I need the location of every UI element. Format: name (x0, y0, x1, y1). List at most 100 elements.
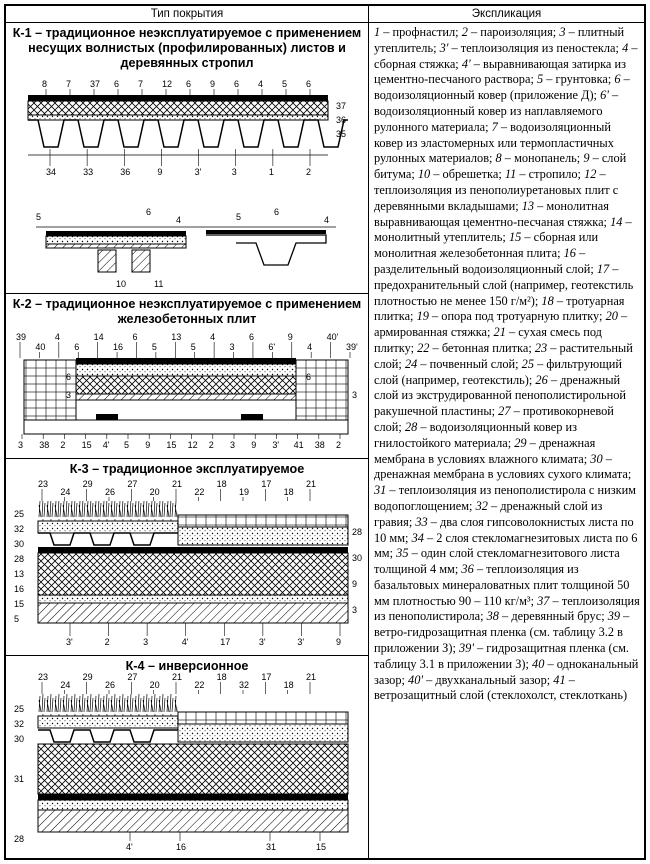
callout-label: 3' (272, 440, 279, 450)
explication-desc: – разделительный водоизоляционный слой; (374, 246, 597, 276)
section-k2-title: К-2 – традиционное неэксплуатируемое с п… (12, 297, 362, 326)
explication-desc: – предохранительный слой (например, геот… (374, 261, 634, 308)
explication-number: 21 (493, 325, 506, 340)
callout-label: 19 (239, 487, 249, 497)
callout-label: 6 (146, 207, 151, 217)
explication-desc: – выравнивающая затирка из цементно-песч… (374, 56, 626, 87)
callout-label: 4 (258, 79, 263, 89)
callout-label: 4 (176, 215, 181, 225)
explication-number: 33 (415, 514, 428, 529)
callout-label: 10 (116, 279, 126, 289)
callout-label: 5 (36, 212, 41, 222)
explication-desc: – водоизоляционный ковер (приложение Д); (374, 72, 630, 103)
callout-label: 2 (336, 440, 341, 450)
explication-item: 28 – водоизоляционный ковер из гнилостой… (374, 420, 577, 450)
explication-desc: – пароизоляция; (467, 25, 560, 39)
explication-item: 14 – монолитный утеплитель; (374, 215, 632, 245)
explication-desc: – одноканальный зазор; (374, 656, 639, 687)
callout-label: 3' (297, 637, 304, 647)
callout-label: 30 (14, 734, 24, 744)
explication-number: 39' (458, 641, 474, 656)
callout-label: 4 (210, 332, 215, 342)
callout-label: 5 (152, 342, 157, 352)
callout-label: 6 (306, 79, 311, 89)
explication-item: 39' – гидрозащитная пленка (см. таблицу … (374, 641, 629, 671)
callout-label: 22 (194, 680, 204, 690)
explication-item: 15 – сборная или монолитная железобетонн… (374, 230, 598, 260)
explication-item: 40' – двухканальный зазор; (408, 673, 553, 687)
callout-label: 9 (352, 579, 357, 589)
explication-desc: – стропило; (516, 167, 585, 182)
explication-number: 29 (514, 435, 527, 450)
explication-number: 26 (535, 372, 548, 387)
explication-item: 37 – теплоизоляция из пенополистирола; (374, 594, 640, 624)
explication-item: 4 – сборная стяжка; (374, 41, 638, 71)
explication-desc: – водоизоляционный ковер из эластомерных… (374, 119, 614, 166)
callout-label: 36 (336, 115, 346, 125)
callout-label: 31 (14, 774, 24, 784)
explication-item: 39 – ветро-гидрозащитная пленка (см. таб… (374, 609, 629, 655)
callout-label: 3 (143, 637, 148, 647)
section-k4-title: К-4 – инверсионное (125, 659, 249, 673)
explication-item: 6 – водоизоляционный ковер (приложение Д… (374, 72, 630, 102)
callout-label: 1 (269, 167, 274, 177)
callout-label: 6 (274, 207, 279, 217)
explication-item: 27 – противокорневой слой; (374, 404, 614, 434)
callout-label: 9 (336, 637, 341, 647)
callout-label: 14 (94, 332, 104, 342)
callout-label: 18 (217, 672, 227, 682)
explication-item: 33 – два слоя гипсоволокнистых листа по … (374, 515, 634, 545)
callout-label: 40 (35, 342, 45, 352)
callout-label: 17 (220, 637, 230, 647)
callout-label: 7 (66, 79, 71, 89)
explication-desc: – теплоизоляция из пенополистирола с низ… (374, 483, 636, 513)
callout-label: 13 (14, 569, 24, 579)
explication-item: 11 – стропило; (505, 167, 584, 181)
explication-number: 27 (498, 404, 511, 419)
column-header-explication: Экспликация (369, 6, 644, 23)
callout-label: 23 (38, 672, 48, 682)
callout-label: 15 (316, 842, 326, 852)
explication-item: 13 – монолитная выравнивающая цементно-п… (374, 199, 610, 229)
callout-label: 40' (327, 332, 339, 342)
explication-desc: – плитный утеплитель; (374, 25, 625, 55)
explication-number: 22 (417, 340, 430, 355)
explication-item: 26 – дренажный слой из экструдированной … (374, 373, 626, 419)
callout-label: 25 (14, 704, 24, 714)
callout-label: 32 (14, 719, 24, 729)
explication-desc: – дренажный слой из экструдированной пен… (374, 372, 627, 419)
explication-number: 38 (486, 609, 499, 624)
explication-number: 13 (521, 198, 535, 213)
callout-label: 37 (336, 101, 346, 111)
callout-label: 30 (352, 553, 362, 563)
explication-text: 1 – профнастил; 2 – пароизоляция; 3 – пл… (374, 25, 642, 704)
explication-number: 14 (610, 214, 623, 229)
explication-desc: – теплоизоляция из пенополиуретановых пл… (374, 167, 619, 213)
callout-label: 37 (90, 79, 100, 89)
callout-label: 6 (74, 342, 79, 352)
explication-item: 3 – плитный утеплитель; (374, 25, 624, 55)
explication-number: 16 (563, 246, 576, 261)
column-header-coating-type: Тип покрытия (6, 6, 369, 23)
callout-label: 27 (127, 672, 137, 682)
callout-label: 32 (239, 680, 249, 690)
callout-label: 39 (16, 332, 26, 342)
callout-label: 26 (105, 487, 115, 497)
callout-label: 8 (42, 79, 47, 89)
callout-label: 24 (60, 487, 70, 497)
callout-label: 2 (306, 167, 311, 177)
explication-desc: – два слоя гипсоволокнистых листа по 10 … (374, 514, 634, 545)
explication-desc: – водоизоляционный ковер из гнилостойког… (374, 419, 577, 450)
explication-number: 17 (596, 261, 610, 276)
explication-number: 15 (508, 230, 522, 245)
callout-label: 4' (182, 637, 189, 647)
explication-desc: – дренажная мембрана в условиях сухого к… (374, 451, 632, 482)
callout-label: 6 (234, 79, 239, 89)
explication-desc: – водоизоляционный ковер из наплавляемог… (374, 88, 619, 134)
explication-desc: – ветро-гидрозащитная пленка (см. таблиц… (374, 609, 630, 656)
callout-label: 6 (186, 79, 191, 89)
callout-label: 5 (14, 614, 19, 624)
explication-desc: – почвенный слой; (417, 356, 522, 371)
